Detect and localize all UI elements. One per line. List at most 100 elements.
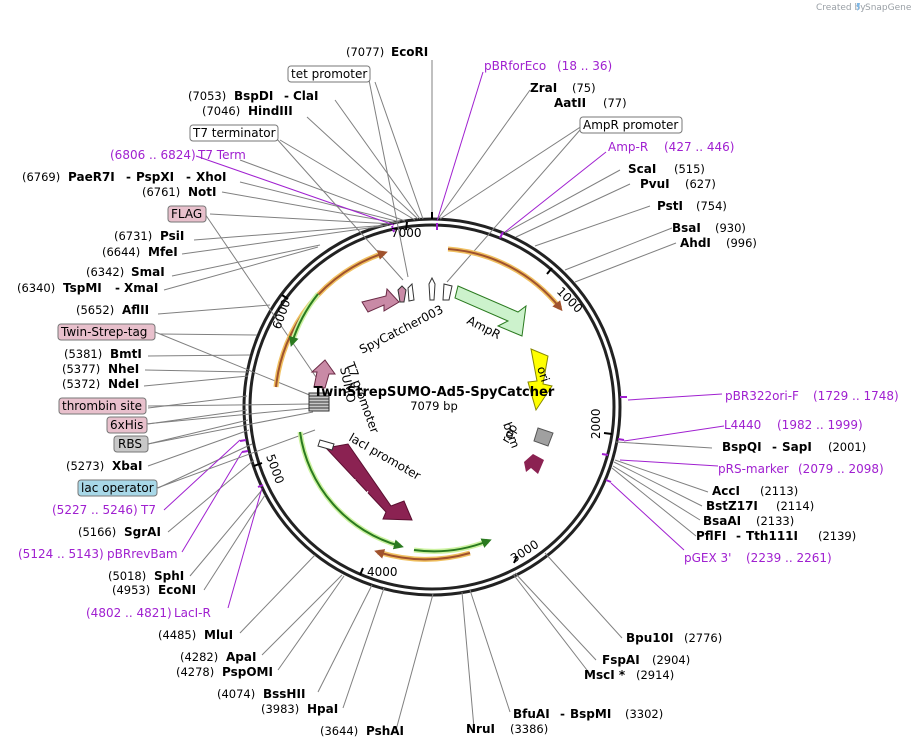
nhei-name[interactable]: NheI: [108, 362, 139, 376]
aatii-name[interactable]: AatII: [554, 96, 586, 110]
pbrforeco-name[interactable]: pBRforEco: [484, 59, 546, 73]
noti-name[interactable]: NotI: [188, 185, 217, 199]
pshai-name[interactable]: PshAI: [366, 724, 404, 738]
acci-name[interactable]: AccI: [712, 484, 740, 498]
econi-name[interactable]: EcoNI: [158, 583, 196, 597]
sgrai-name[interactable]: SgrAI: [124, 525, 161, 539]
psti-pos: (754): [696, 199, 727, 213]
smai-pos: (6342): [86, 265, 124, 279]
fspai-name[interactable]: FspAI: [602, 653, 640, 667]
zrai-name[interactable]: ZraI: [530, 81, 557, 95]
hindiii-name[interactable]: HindIII: [248, 104, 293, 118]
paer7i-name[interactable]: PaeR7I: [68, 170, 115, 184]
scale-ticks: [253, 221, 613, 576]
pbrrevbam-name[interactable]: pBRrevBam: [107, 547, 178, 561]
small-tag-3: [428, 276, 436, 301]
prsmarker-range: (2079 .. 2098): [798, 462, 884, 476]
bsai-pos: (930): [715, 221, 746, 235]
mfei-name[interactable]: MfeI: [148, 245, 178, 259]
plasmid-size: 7079 bp: [410, 399, 458, 413]
l4440-name[interactable]: L4440: [724, 418, 761, 432]
sumo-feature: [310, 359, 336, 389]
twin-strep-box[interactable]: Twin-Strep-tag: [57, 323, 156, 341]
pspxi-name[interactable]: PspXI: [136, 170, 174, 184]
dash-bspqi: -: [772, 440, 777, 454]
flag-box[interactable]: FLAG: [167, 205, 207, 223]
bfuai-name[interactable]: BfuAI: [513, 707, 550, 721]
tet-promoter-box[interactable]: tet promoter: [287, 65, 371, 83]
mfei-pos: (6644): [102, 245, 140, 259]
t7-terminator-box[interactable]: T7 terminator: [189, 124, 279, 142]
bsaai-pos: (2133): [756, 514, 794, 528]
ampr-promoter-label: AmpR promoter: [583, 118, 678, 132]
xbai-pos: (5273): [66, 459, 104, 473]
hpai-name[interactable]: HpaI: [307, 702, 338, 716]
tick-1000: 1000: [554, 284, 585, 315]
bsaai-name[interactable]: BsaAI: [703, 514, 741, 528]
mlui-pos: (4485): [158, 628, 196, 642]
box-leaders: [144, 79, 581, 489]
bstz17i-pos: (2114): [776, 499, 814, 513]
ahdi-name[interactable]: AhdI: [680, 236, 711, 250]
pbr322ori-name[interactable]: pBR322ori-F: [725, 389, 799, 403]
psti-name[interactable]: PstI: [657, 199, 683, 213]
msci-name[interactable]: MscI *: [584, 668, 626, 682]
lac-operator-box[interactable]: lac operator: [77, 479, 158, 497]
smai-name[interactable]: SmaI: [131, 265, 165, 279]
dash-bfuai: -: [560, 707, 565, 721]
sphi-name[interactable]: SphI: [154, 569, 184, 583]
sphi-pos: (5018): [108, 569, 146, 583]
aflii-name[interactable]: AflII: [122, 303, 149, 317]
scai-name[interactable]: ScaI: [628, 162, 656, 176]
tth111i-name[interactable]: Tth111I: [746, 529, 798, 543]
ampr-label: AmpR: [465, 313, 503, 342]
clai-name[interactable]: ClaI: [293, 89, 318, 103]
pspomi-name[interactable]: PspOMI: [222, 665, 273, 679]
bom-feature: [533, 427, 554, 447]
lacir-name[interactable]: LacI-R: [174, 606, 211, 620]
bmti-name[interactable]: BmtI: [110, 347, 142, 361]
bsshii-pos: (4074): [217, 687, 255, 701]
xmai-name[interactable]: XmaI: [124, 281, 158, 295]
ecori-name[interactable]: EcoRI: [391, 45, 428, 59]
pflfi-name[interactable]: PflFI: [696, 529, 726, 543]
acci-pos: (2113): [760, 484, 798, 498]
tick-2000: 2000: [589, 408, 603, 439]
t7-name[interactable]: T7: [140, 503, 156, 517]
pgex3-name[interactable]: pGEX 3': [684, 551, 731, 565]
bspqi-name[interactable]: BspQI: [722, 440, 762, 454]
psii-name[interactable]: PsiI: [160, 229, 184, 243]
his-box[interactable]: 6xHis: [106, 416, 148, 434]
pvui-name[interactable]: PvuI: [640, 177, 670, 191]
dash-pflfi: -: [736, 529, 741, 543]
prsmarker-name[interactable]: pRS-marker: [718, 462, 789, 476]
dash-bspdi: -: [284, 89, 289, 103]
xbai-name[interactable]: XbaI: [112, 459, 142, 473]
tspmi-name[interactable]: TspMI: [63, 281, 102, 295]
bspdi-name[interactable]: BspDI: [234, 89, 273, 103]
dash-pspxi: -: [186, 170, 191, 184]
plasmid-name: TwinStrepSUMO-Ad5-SpyCatcher: [314, 385, 555, 400]
bspmi-name[interactable]: BspMI: [570, 707, 611, 721]
bsai-name[interactable]: BsaI: [672, 221, 701, 235]
snapgene-icon: [857, 3, 860, 11]
t7term-name[interactable]: T7 Term: [197, 148, 246, 162]
ndei-name[interactable]: NdeI: [108, 377, 139, 391]
ampr-promoter-box[interactable]: AmpR promoter: [579, 116, 683, 134]
bsshii-name[interactable]: BssHII: [263, 687, 305, 701]
orf-ampr: [447, 248, 563, 312]
sapi-name[interactable]: SapI: [782, 440, 812, 454]
thrombin-box[interactable]: thrombin site: [58, 397, 147, 415]
tet-promoter-label: tet promoter: [291, 67, 367, 81]
bpu10i-name[interactable]: Bpu10I: [626, 631, 673, 645]
rbs-box[interactable]: RBS: [113, 435, 149, 453]
twin-strep-label: Twin-Strep-tag: [60, 325, 147, 339]
apai-name[interactable]: ApaI: [226, 650, 256, 664]
t7term-range: (6806 .. 6824): [110, 148, 196, 162]
nrui-name[interactable]: NruI: [466, 722, 495, 736]
xhoi-name[interactable]: XhoI: [196, 170, 227, 184]
mlui-name[interactable]: MluI: [204, 628, 233, 642]
ampr-primer-name[interactable]: Amp-R: [608, 140, 648, 154]
bstz17i-name[interactable]: BstZ17I: [706, 499, 758, 513]
